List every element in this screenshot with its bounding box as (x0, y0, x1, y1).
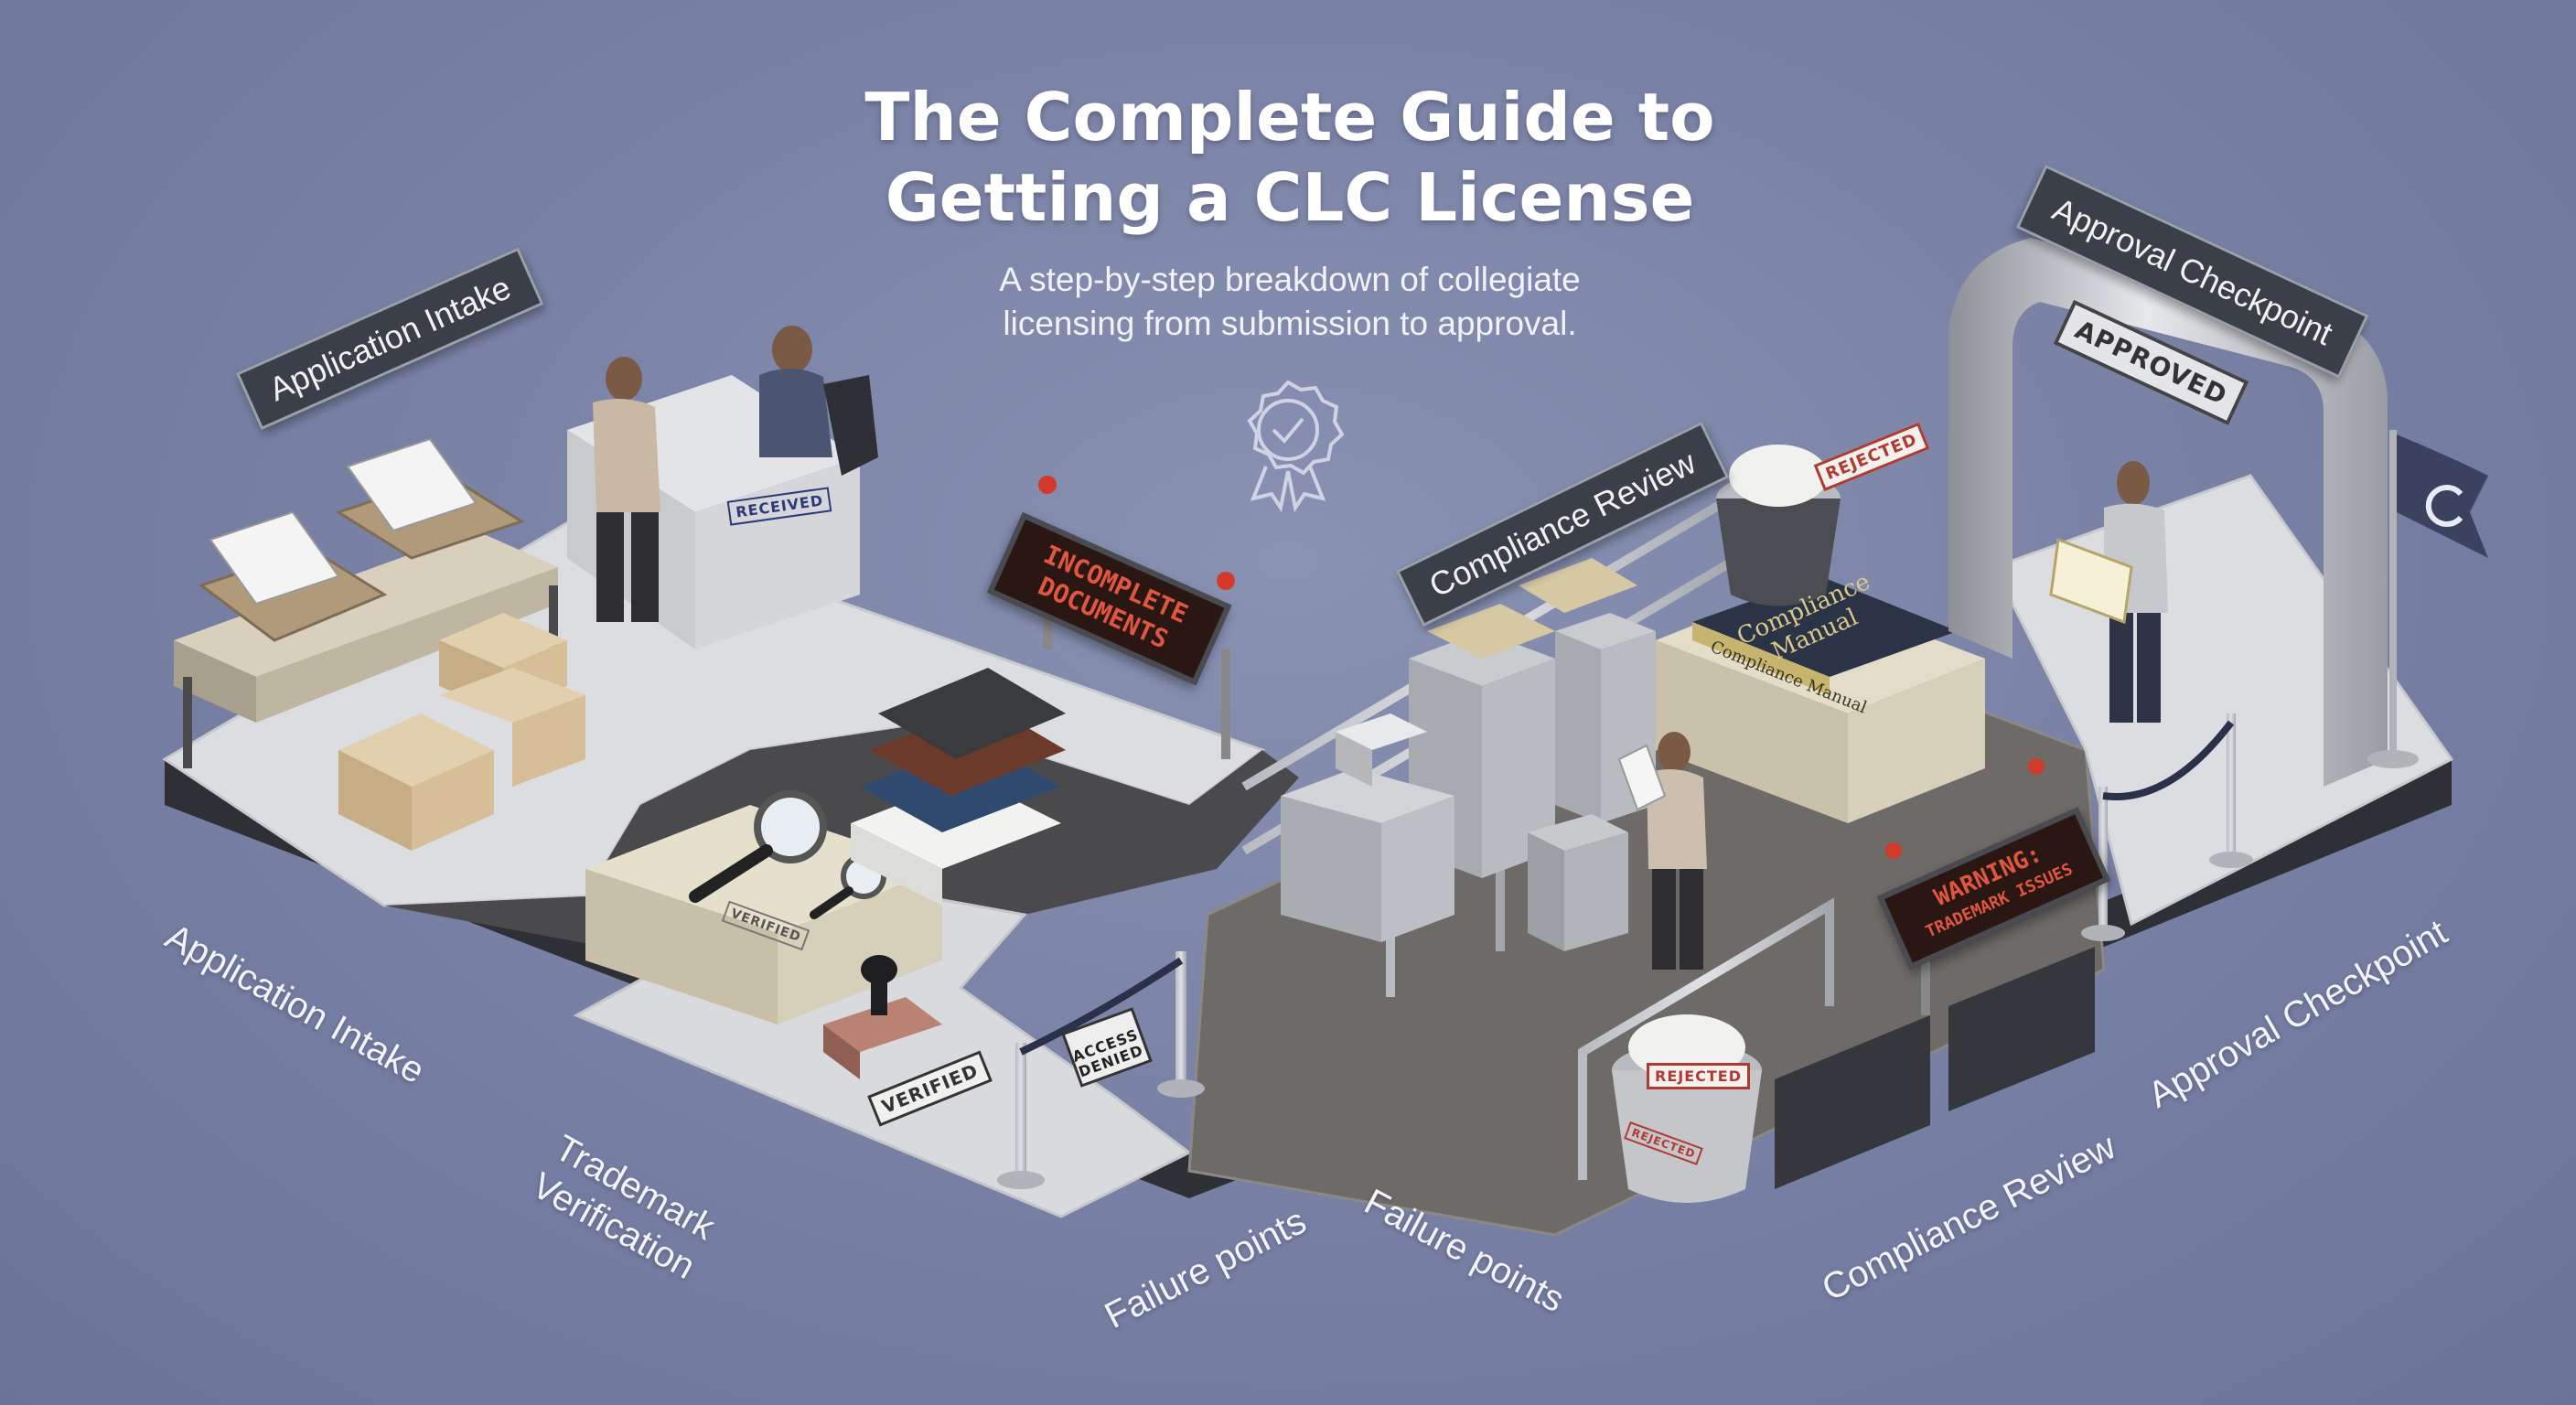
stanchions-right (2081, 713, 2253, 941)
applicant-person (593, 357, 660, 622)
printer-cart (1281, 713, 1454, 942)
title-line-2: Getting a CLC License (885, 159, 1695, 236)
stanchions-left (997, 951, 1205, 1189)
page-subtitle: A step-by-step breakdown of collegiate l… (695, 258, 1884, 346)
title-line-1: The Complete Guide to (864, 79, 1715, 156)
trash-bin-top (1716, 445, 1841, 606)
stamp-rejected-bottom: REJECTED (1647, 1063, 1750, 1089)
cardboard-boxes (338, 613, 585, 851)
subtitle-line-2: licensing from submission to approval. (1003, 305, 1577, 342)
warning-sign-posts (1885, 758, 2045, 1015)
clerk-person (759, 326, 878, 476)
book-stack (851, 668, 1066, 906)
benches (1775, 947, 2095, 1189)
shredder (1528, 814, 1628, 951)
rubber-stamp-icon (823, 955, 942, 1079)
approval-arch (1948, 238, 2388, 787)
clc-flag-icon (2367, 430, 2488, 768)
trash-bin-bottom (1612, 1014, 1762, 1203)
magnifying-glass-icon (689, 790, 886, 919)
compliance-desk (1656, 576, 1985, 823)
header: The Complete Guide to Getting a CLC Lice… (695, 77, 1884, 346)
award-badge-icon (1247, 380, 1345, 513)
reviewer-person (1617, 732, 1707, 970)
verification-block (585, 805, 942, 1024)
intake-desk (174, 437, 558, 768)
approver-person (2049, 461, 2168, 723)
page-title: The Complete Guide to Getting a CLC Lice… (695, 77, 1884, 238)
subtitle-line-1: A step-by-step breakdown of collegiate (999, 261, 1581, 298)
warning-light-icon (1038, 476, 1057, 494)
